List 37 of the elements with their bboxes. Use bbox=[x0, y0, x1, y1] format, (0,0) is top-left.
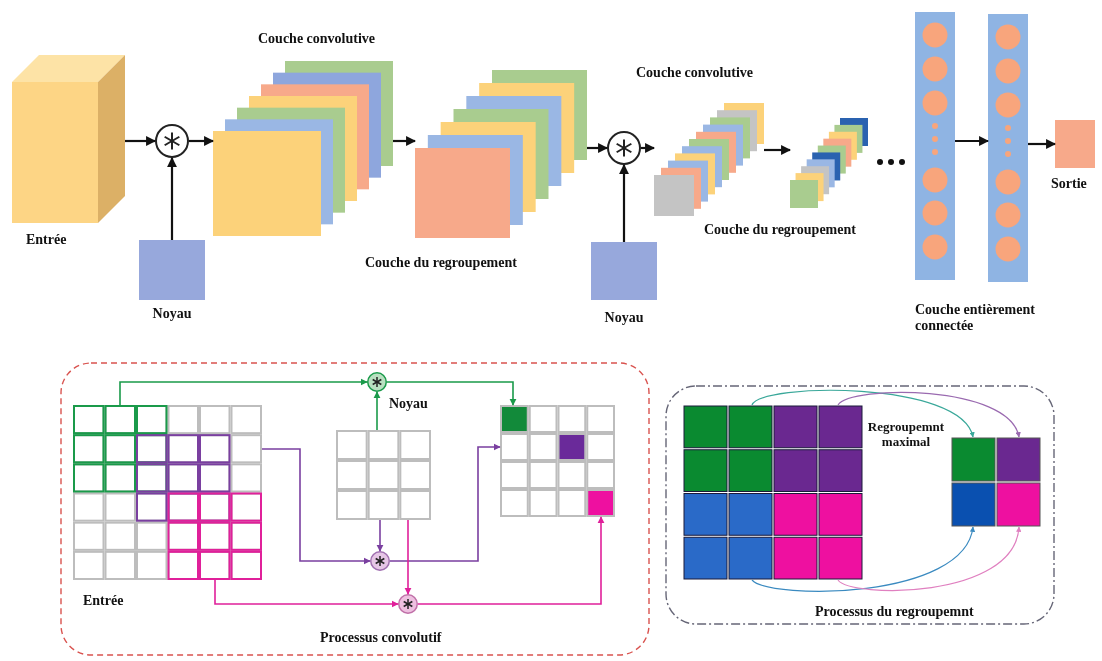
curved-arrow bbox=[751, 526, 974, 592]
arrow bbox=[641, 143, 655, 153]
arrow bbox=[214, 579, 399, 608]
layer-label: Noyau bbox=[603, 310, 645, 327]
curved-arrow bbox=[837, 391, 1020, 438]
arrow bbox=[167, 157, 177, 240]
arrow bbox=[619, 164, 629, 242]
arrow bbox=[261, 448, 371, 565]
layer-label: Couche du regroupement bbox=[704, 222, 857, 239]
arrow bbox=[376, 519, 384, 552]
arrow bbox=[417, 516, 605, 605]
arrow bbox=[1028, 139, 1056, 149]
grid-label: Noyau bbox=[389, 396, 429, 413]
arrow bbox=[189, 136, 214, 146]
arrow bbox=[955, 136, 989, 146]
layer-label: Entrée bbox=[26, 232, 68, 249]
curved-arrow bbox=[837, 526, 1021, 592]
arrow bbox=[125, 136, 156, 146]
arrow bbox=[393, 136, 416, 146]
arrow bbox=[373, 391, 381, 431]
arrow bbox=[587, 143, 608, 153]
arrow bbox=[389, 443, 501, 562]
arrow bbox=[764, 145, 791, 155]
curved-arrow bbox=[751, 389, 974, 438]
layer-label: Couche entièrement connectée bbox=[915, 302, 1036, 335]
arrow bbox=[404, 519, 412, 595]
layer-label: Couche convolutive bbox=[636, 65, 755, 82]
layer-label: Noyau bbox=[151, 306, 193, 323]
grid-label: Entrée bbox=[83, 593, 125, 610]
panel-title: Processus du regroupemnt bbox=[815, 604, 975, 621]
layer-label: Couche convolutive bbox=[258, 31, 377, 48]
layer-label: Sortie bbox=[1051, 176, 1088, 193]
arrow bbox=[119, 378, 368, 406]
layer-label: Couche du regroupement bbox=[365, 255, 518, 272]
panel-title: Processus convolutif bbox=[320, 630, 443, 647]
arrow bbox=[386, 381, 517, 406]
operation-label: Regroupemnt maximal bbox=[866, 420, 946, 450]
